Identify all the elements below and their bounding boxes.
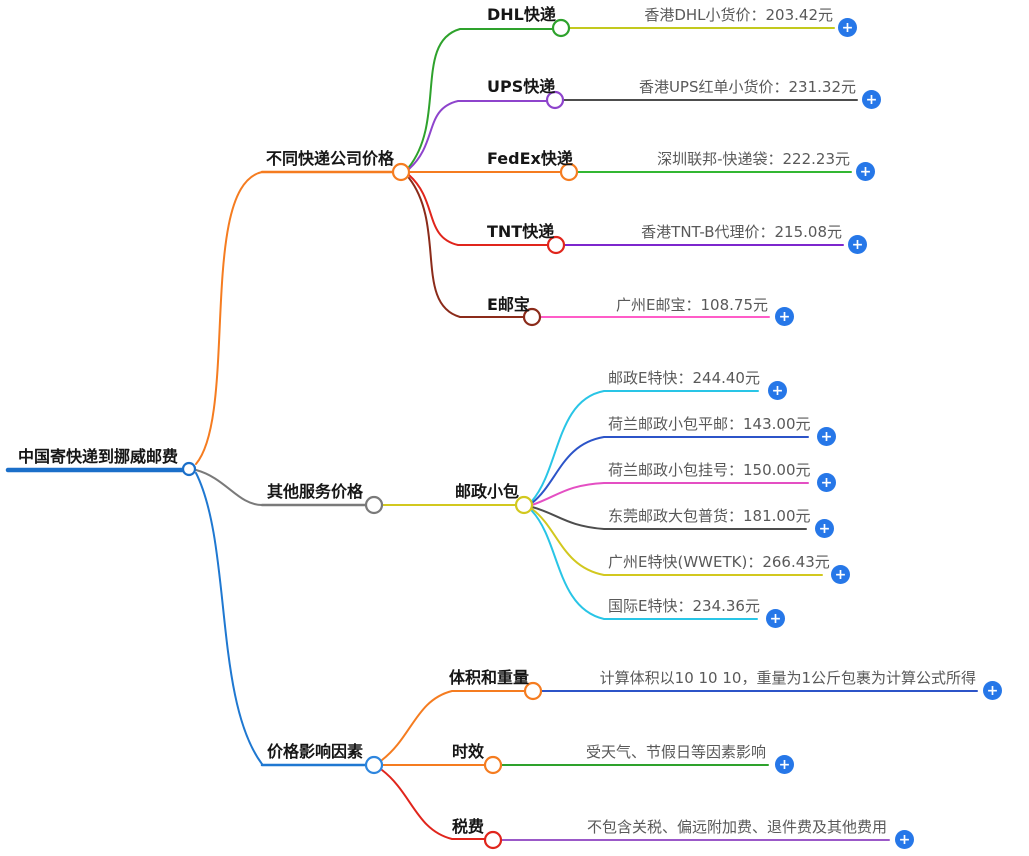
node-circle-ups — [545, 90, 565, 110]
node-circle-company — [391, 162, 411, 182]
node-label-ups[interactable]: UPS快递 — [487, 77, 556, 96]
node-circle-root — [181, 461, 197, 477]
edge-root-factor — [195, 472, 263, 765]
expand-button-eems[interactable]: + — [768, 381, 787, 400]
value-label-ups[interactable]: 香港UPS红单小货价：231.32元 — [638, 78, 856, 96]
value-label-intl-eems[interactable]: 国际E特快：234.36元 — [608, 597, 760, 615]
node-circle-time — [483, 755, 503, 775]
value-label-dongguan[interactable]: 东莞邮政大包普货：181.00元 — [608, 507, 811, 525]
value-label-gz-wwetk[interactable]: 广州E特快(WWETK)：266.43元 — [608, 553, 830, 571]
edge-company-eub — [408, 177, 525, 318]
node-circle-volume — [523, 681, 543, 701]
node-circle-other — [364, 495, 384, 515]
edge-company-dhl — [408, 28, 554, 168]
edge-company-tnt — [408, 174, 549, 246]
node-label-time[interactable]: 时效 — [452, 742, 485, 761]
edge-company-ups — [408, 100, 548, 170]
edge-root-other — [195, 469, 263, 506]
value-label-dhl[interactable]: 香港DHL小货价：203.42元 — [644, 6, 833, 24]
expand-button-dhl[interactable]: + — [838, 18, 857, 37]
value-label-eems[interactable]: 邮政E特快：244.40元 — [608, 369, 760, 387]
node-label-postal[interactable]: 邮政小包 — [455, 482, 520, 501]
node-circle-fedex — [559, 162, 579, 182]
expand-button-fedex[interactable]: + — [856, 162, 875, 181]
expand-button-tax[interactable]: + — [895, 830, 914, 849]
expand-button-volume[interactable]: + — [983, 681, 1002, 700]
value-label-nl-registered[interactable]: 荷兰邮政小包挂号：150.00元 — [608, 461, 811, 479]
expand-button-nl-registered[interactable]: + — [817, 473, 836, 492]
node-label-volume[interactable]: 体积和重量 — [449, 668, 530, 687]
node-label-tnt[interactable]: TNT快递 — [487, 222, 555, 241]
value-label-nl-surface[interactable]: 荷兰邮政小包平邮：143.00元 — [608, 415, 811, 433]
node-circle-tnt — [546, 235, 566, 255]
edge-factor-volume — [381, 690, 526, 761]
expand-button-ups[interactable]: + — [862, 90, 881, 109]
node-label-eub[interactable]: E邮宝 — [487, 295, 530, 314]
expand-button-eub[interactable]: + — [775, 307, 794, 326]
root-label[interactable]: 中国寄快递到挪威邮费 — [18, 447, 179, 466]
expand-button-nl-surface[interactable]: + — [817, 427, 836, 446]
node-circle-postal — [514, 495, 534, 515]
node-circle-tax — [483, 830, 503, 850]
value-label-volume[interactable]: 计算体积以10 10 10，重量为1公斤包裹为计算公式所得 — [599, 669, 976, 687]
node-label-tax[interactable]: 税费 — [452, 817, 485, 836]
company-hub-label[interactable]: 不同快递公司价格 — [266, 149, 395, 168]
value-label-time[interactable]: 受天气、节假日等因素影响 — [585, 743, 766, 761]
value-label-eub[interactable]: 广州E邮宝：108.75元 — [616, 296, 768, 314]
edge-factor-tax — [381, 769, 486, 840]
edge-postal-dongguan — [531, 506, 807, 530]
value-label-tax[interactable]: 不包含关税、偏远附加费、退件费及其他费用 — [586, 818, 887, 836]
edge-root-company — [195, 171, 263, 465]
edge-postal-eems — [531, 390, 759, 502]
edge-postal-gz-wwetk — [531, 508, 823, 576]
node-circle-eub — [522, 307, 542, 327]
node-label-fedex[interactable]: FedEx快递 — [487, 149, 573, 168]
factor-hub-label[interactable]: 价格影响因素 — [267, 742, 364, 761]
other-hub-label[interactable]: 其他服务价格 — [267, 482, 364, 501]
edge-postal-intl-eems — [531, 510, 758, 620]
edge-postal-nl-registered — [531, 482, 809, 506]
expand-button-intl-eems[interactable]: + — [766, 609, 785, 628]
edge-postal-nl-surface — [531, 436, 809, 504]
value-label-tnt[interactable]: 香港TNT-B代理价：215.08元 — [641, 223, 842, 241]
value-label-fedex[interactable]: 深圳联邦-快递袋：222.23元 — [657, 150, 850, 168]
node-circle-dhl — [551, 18, 571, 38]
expand-button-dongguan[interactable]: + — [815, 519, 834, 538]
node-circle-factor — [364, 755, 384, 775]
expand-button-gz-wwetk[interactable]: + — [831, 565, 850, 584]
expand-button-time[interactable]: + — [775, 755, 794, 774]
expand-button-tnt[interactable]: + — [848, 235, 867, 254]
node-label-dhl[interactable]: DHL快递 — [487, 5, 556, 24]
